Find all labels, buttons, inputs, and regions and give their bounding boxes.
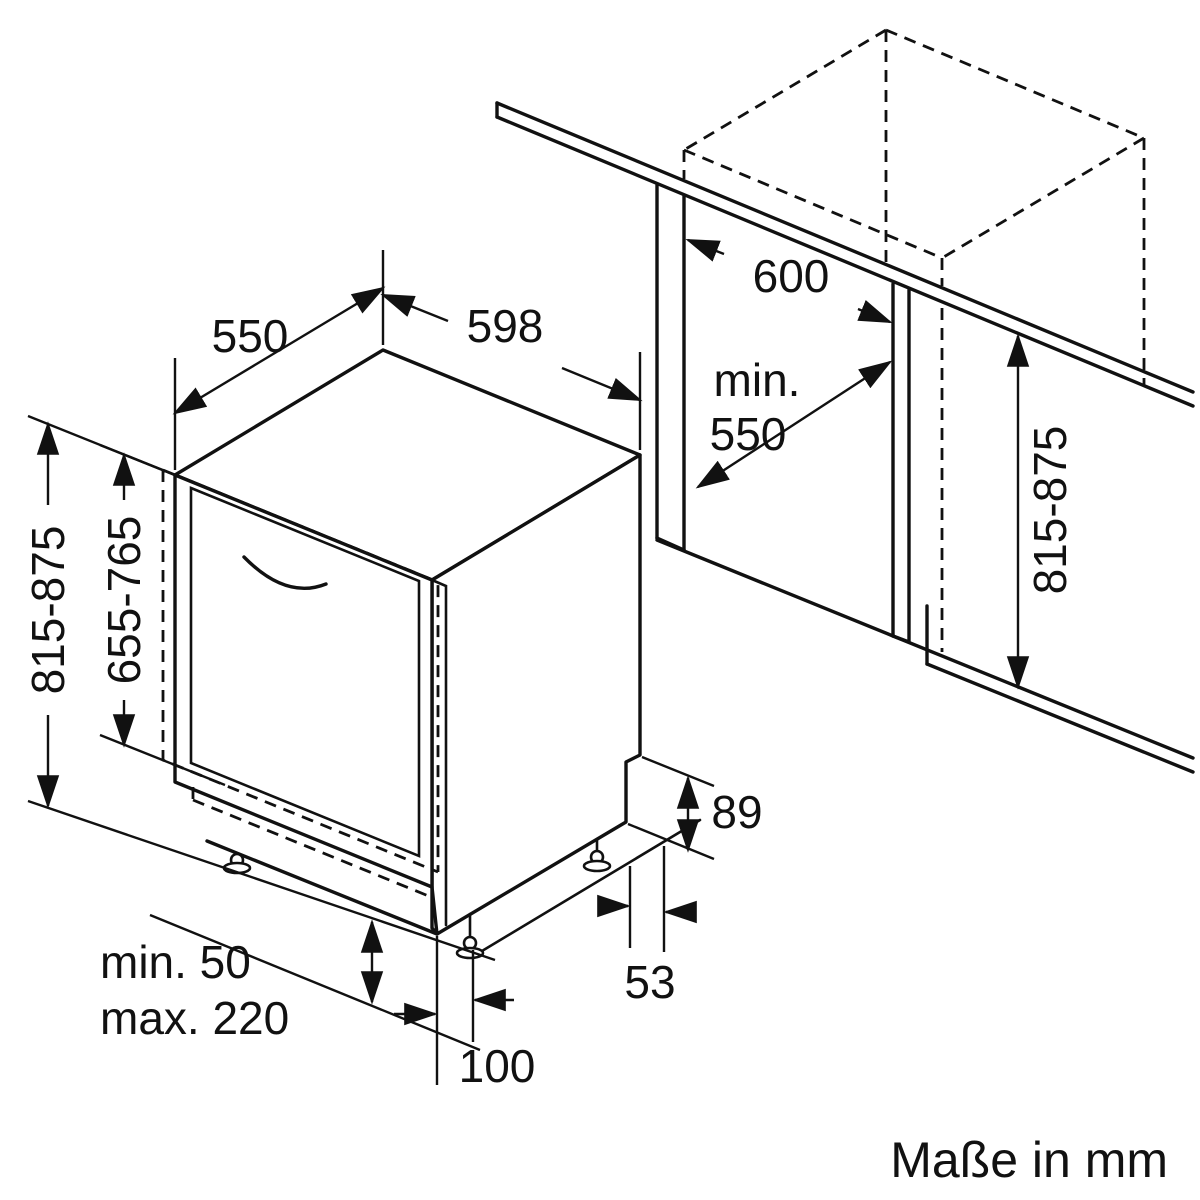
base-dashed-line	[191, 787, 432, 899]
worktop-lines	[495, 101, 1195, 408]
floor-lines-left	[27, 799, 496, 1052]
door-edge-line	[430, 578, 448, 927]
dishwasher-side-face	[430, 453, 642, 936]
label-width: 598	[467, 300, 544, 352]
adjustable-foot	[582, 837, 612, 873]
floor-lines-right	[655, 538, 1195, 774]
dim-recess-89	[627, 755, 715, 861]
label-plinth-max: max. 220	[100, 992, 289, 1044]
label-plinth-min: min. 50	[100, 936, 251, 988]
label-height-total: 815-875	[22, 526, 74, 695]
machine-floor-right	[470, 818, 702, 959]
label-foot-offset: 100	[459, 1040, 536, 1092]
dim-door-height	[99, 443, 226, 787]
adjustable-foot	[455, 912, 485, 960]
label-niche-height: 815-875	[1024, 426, 1076, 595]
label-niche-depth-prefix: min.	[714, 354, 801, 406]
label-recess-height: 89	[711, 786, 762, 838]
base-bottom-edge	[205, 839, 439, 936]
door-inset	[189, 486, 421, 858]
cabinet-outline-dashed	[682, 28, 1146, 652]
label-door-height: 655-765	[98, 516, 150, 685]
label-niche-width: 600	[753, 250, 830, 302]
dim-rear-53	[597, 846, 697, 952]
dim-niche-width	[685, 238, 893, 324]
label-depth: 550	[212, 310, 289, 362]
niche-panels	[655, 183, 911, 644]
units-note: Maße in mm	[890, 1132, 1168, 1188]
door-handle	[242, 555, 328, 590]
dim-foot-100	[394, 936, 514, 1085]
label-niche-depth: 550	[710, 408, 787, 460]
dim-width-598	[380, 293, 643, 450]
dim-niche-depth	[695, 360, 893, 489]
label-rear-clearance: 53	[624, 956, 675, 1008]
